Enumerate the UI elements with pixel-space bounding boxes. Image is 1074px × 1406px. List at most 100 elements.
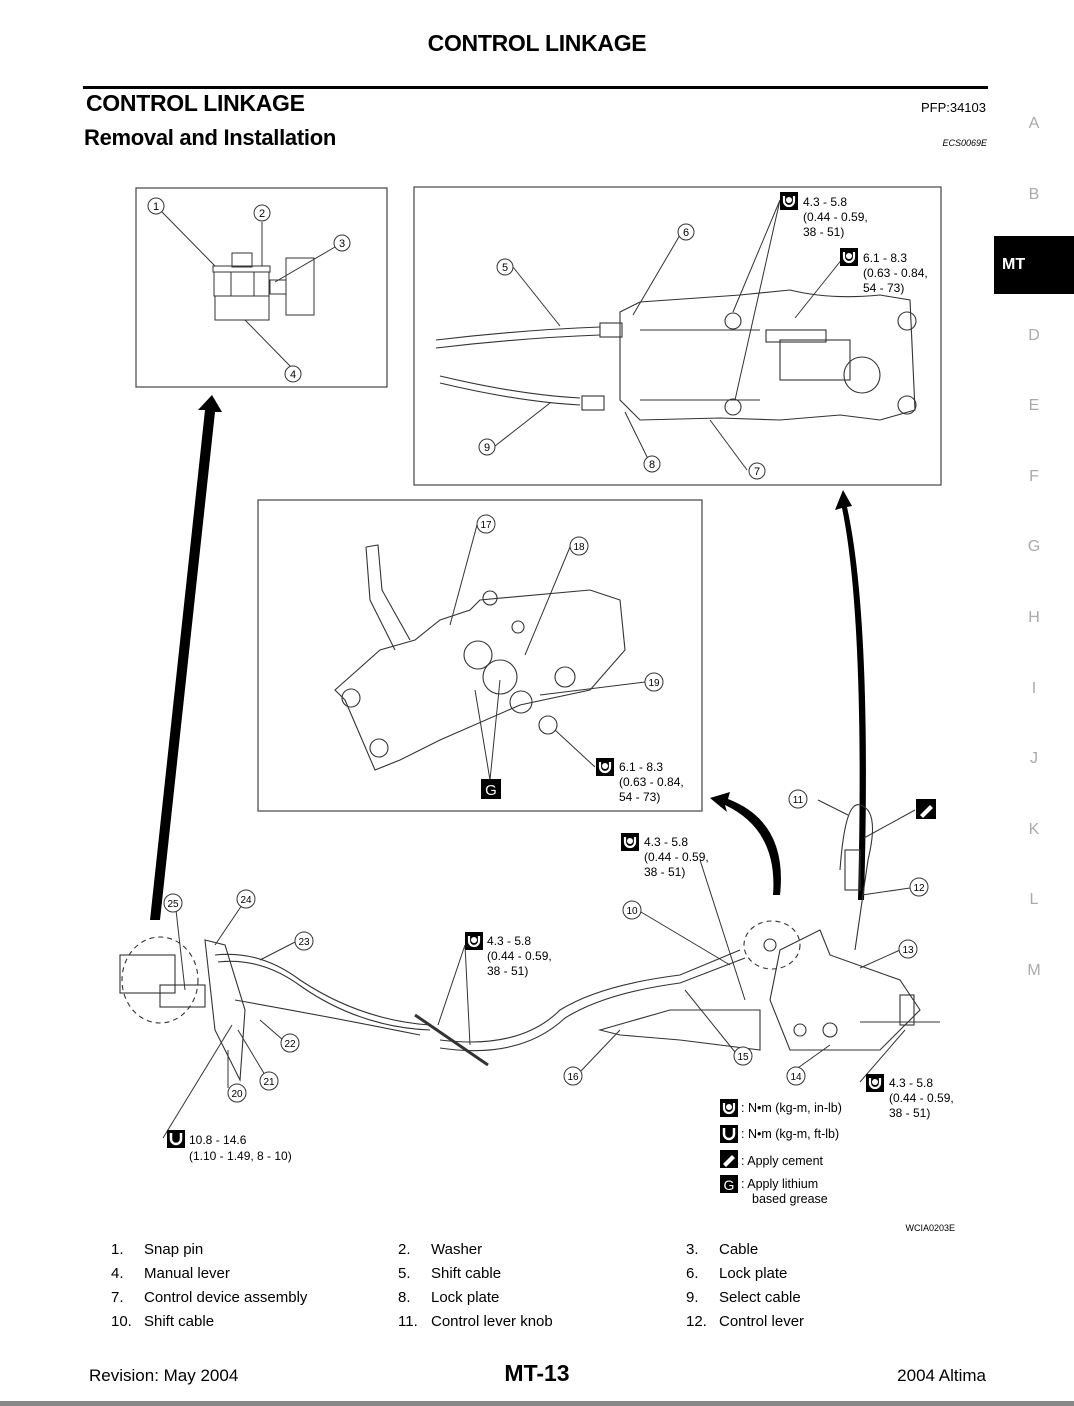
callout-3: 3 bbox=[333, 234, 351, 252]
svg-text:25: 25 bbox=[167, 899, 179, 910]
torque-ft-lb-icon bbox=[718, 1123, 740, 1145]
torque-spec-6: 4.3 - 5.8(0.44 - 0.59,38 - 51) bbox=[864, 1072, 954, 1120]
callout-11: 11 bbox=[788, 789, 808, 809]
svg-text:10: 10 bbox=[626, 906, 638, 917]
svg-text:10.8 - 14.6: 10.8 - 14.6 bbox=[189, 1133, 247, 1147]
torque-in-lb-icon bbox=[594, 756, 616, 778]
torque-ft-lb-icon bbox=[165, 1128, 187, 1150]
callout-20: 20 bbox=[227, 1083, 247, 1103]
svg-text:based grease: based grease bbox=[752, 1192, 828, 1206]
legend-row-cement: : Apply cement bbox=[720, 1150, 824, 1168]
callout-numbers: 1 2 3 4 5 6 7 8 9 10 11 12 13 14 15 16 1… bbox=[147, 197, 929, 1103]
detail-panel-control-device bbox=[413, 186, 942, 486]
callout-1: 1 bbox=[147, 197, 165, 215]
side-tab-d[interactable]: D bbox=[1028, 327, 1040, 344]
svg-text:20: 20 bbox=[231, 1089, 243, 1100]
torque-in-lb-icon bbox=[778, 190, 800, 212]
torque-labels: 4.3 - 5.8(0.44 - 0.59,38 - 51) 6.1 - 8.3… bbox=[165, 190, 954, 1163]
control-device-drawing bbox=[435, 289, 917, 421]
side-tab-e[interactable]: E bbox=[1028, 397, 1040, 414]
callout-7: 7 bbox=[748, 462, 766, 480]
footer-model: 2004 Altima bbox=[897, 1366, 986, 1385]
part-item: 2.Washer bbox=[398, 1241, 483, 1258]
torque-spec-3: 6.1 - 8.3(0.63 - 0.84,54 - 73) bbox=[594, 756, 684, 804]
torque-spec-2: 6.1 - 8.3(0.63 - 0.84,54 - 73) bbox=[838, 246, 928, 295]
side-tab-h[interactable]: H bbox=[1028, 609, 1040, 626]
svg-text:(1.10 - 1.49, 8 - 10): (1.10 - 1.49, 8 - 10) bbox=[189, 1149, 292, 1163]
torque-spec-4: 4.3 - 5.8(0.44 - 0.59,38 - 51) bbox=[619, 831, 709, 879]
callout-leaders-main bbox=[162, 799, 916, 1139]
svg-text:38 - 51): 38 - 51) bbox=[487, 964, 528, 978]
svg-text:4: 4 bbox=[290, 369, 296, 381]
callout-5: 5 bbox=[496, 258, 514, 276]
svg-text:: Apply lithium: : Apply lithium bbox=[741, 1177, 818, 1191]
side-tab-b[interactable]: B bbox=[1028, 186, 1040, 203]
torque-in-lb-icon bbox=[619, 831, 641, 853]
svg-text:5: 5 bbox=[502, 262, 508, 274]
side-tab-f[interactable]: F bbox=[1029, 468, 1039, 485]
side-tab-g[interactable]: G bbox=[1027, 538, 1041, 555]
subsection-title: Removal and Installation bbox=[84, 125, 336, 150]
svg-text:8: 8 bbox=[649, 459, 655, 471]
side-tab-j[interactable]: J bbox=[1030, 750, 1038, 767]
svg-text:9: 9 bbox=[484, 442, 490, 454]
callout-leaders-panel2 bbox=[494, 199, 844, 471]
detail-panel-lever-bracket bbox=[257, 499, 703, 812]
svg-text:4.3 - 5.8: 4.3 - 5.8 bbox=[487, 934, 531, 948]
svg-text:14: 14 bbox=[790, 1072, 802, 1083]
svg-text:(0.63 - 0.84,: (0.63 - 0.84, bbox=[619, 775, 684, 789]
svg-text:: N•m (kg-m, ft-lb): : N•m (kg-m, ft-lb) bbox=[741, 1127, 839, 1141]
part-item: 10.Shift cable bbox=[111, 1313, 215, 1330]
arrow-to-panel2 bbox=[835, 490, 866, 900]
svg-text:G: G bbox=[724, 1177, 735, 1193]
part-item: 8.Lock plate bbox=[398, 1289, 500, 1306]
callout-6: 6 bbox=[677, 223, 695, 241]
svg-text:11: 11 bbox=[793, 795, 804, 806]
grease-icon bbox=[720, 1175, 738, 1193]
callout-leaders-panel1 bbox=[161, 211, 336, 369]
part-item: 5.Shift cable bbox=[398, 1265, 502, 1282]
svg-text:12: 12 bbox=[913, 883, 925, 894]
footer-revision: Revision: May 2004 bbox=[89, 1366, 239, 1385]
callout-14: 14 bbox=[786, 1066, 806, 1086]
torque-in-lb-icon bbox=[463, 930, 485, 952]
svg-text:: N•m (kg-m, in-lb): : N•m (kg-m, in-lb) bbox=[741, 1101, 842, 1115]
svg-text:22: 22 bbox=[284, 1039, 296, 1050]
page-bottom-bar bbox=[0, 1401, 1074, 1406]
arrow-to-panel1 bbox=[150, 395, 222, 920]
callout-25: 25 bbox=[163, 893, 183, 913]
callout-4: 4 bbox=[284, 365, 302, 383]
side-tab-l[interactable]: L bbox=[1029, 891, 1039, 908]
torque-in-lb-icon bbox=[838, 246, 860, 268]
torque-in-lb-icon bbox=[718, 1097, 740, 1119]
side-tab-mt[interactable]: MT bbox=[994, 236, 1074, 294]
arrow-to-panel3 bbox=[710, 792, 781, 895]
callout-8: 8 bbox=[643, 455, 661, 473]
legend-row-grease: G : Apply lithium based grease bbox=[720, 1175, 828, 1206]
control-linkage-figure: 1 2 3 4 5 6 7 8 9 10 11 12 13 14 15 16 1… bbox=[119, 186, 955, 1233]
svg-text:6.1 - 8.3: 6.1 - 8.3 bbox=[619, 760, 663, 774]
svg-text:21: 21 bbox=[263, 1077, 275, 1088]
side-tab-i[interactable]: I bbox=[1031, 680, 1037, 697]
side-tab-m[interactable]: M bbox=[1027, 962, 1041, 979]
side-tab-k[interactable]: K bbox=[1028, 821, 1040, 838]
svg-text:7: 7 bbox=[754, 466, 760, 478]
svg-text:18: 18 bbox=[573, 542, 585, 553]
legend-row-in-lb: : N•m (kg-m, in-lb) bbox=[718, 1097, 842, 1119]
svg-text:(0.44 - 0.59,: (0.44 - 0.59, bbox=[803, 210, 868, 224]
part-item: 7.Control device assembly bbox=[111, 1289, 308, 1306]
svg-text:17: 17 bbox=[480, 520, 492, 531]
svg-text:4.3 - 5.8: 4.3 - 5.8 bbox=[889, 1076, 933, 1090]
svg-text:15: 15 bbox=[737, 1052, 749, 1063]
side-tab-a[interactable]: A bbox=[1028, 115, 1040, 132]
svg-text:16: 16 bbox=[567, 1072, 579, 1083]
callout-15: 15 bbox=[733, 1046, 753, 1066]
svg-text:54 - 73): 54 - 73) bbox=[619, 790, 660, 804]
svg-text:(0.44 - 0.59,: (0.44 - 0.59, bbox=[889, 1091, 954, 1105]
symbol-legend: : N•m (kg-m, in-lb) : N•m (kg-m, ft-lb) … bbox=[718, 1097, 842, 1206]
svg-text:38 - 51): 38 - 51) bbox=[889, 1106, 930, 1120]
torque-spec-5: 4.3 - 5.8(0.44 - 0.59,38 - 51) bbox=[463, 930, 552, 978]
svg-text:4.3 - 5.8: 4.3 - 5.8 bbox=[644, 835, 688, 849]
grease-symbol: G bbox=[481, 779, 501, 799]
svg-text:24: 24 bbox=[240, 895, 252, 906]
